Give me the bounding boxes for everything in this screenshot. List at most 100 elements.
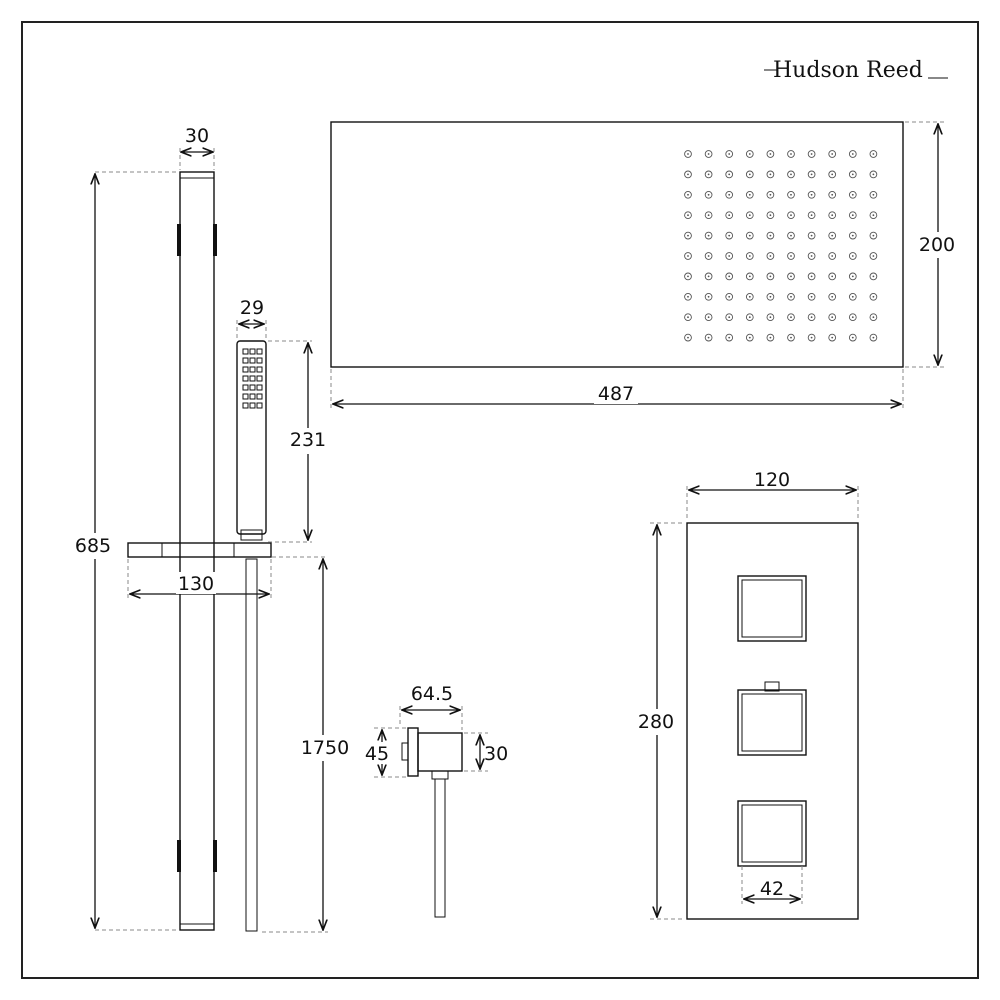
nozzle-center [831,173,834,176]
hand-shower [236,340,267,541]
nozzle [766,313,775,322]
brand-name: Hudson Reed [773,58,923,83]
nozzle [807,272,816,281]
nozzle-center [790,295,792,298]
nozzle-center [872,336,875,339]
nozzle-center [851,336,854,339]
brand-logo: Hudson Reed [764,58,948,83]
nozzle-center [851,275,854,278]
nozzle [787,272,795,281]
valve-width-label: 120 [754,469,790,491]
nozzle [807,313,816,322]
slider-holder [127,542,272,558]
shower-head [330,121,904,368]
nozzle [684,150,692,158]
nozzle-center [748,214,751,217]
nozzle [828,170,837,179]
nozzle-center [790,275,792,278]
nozzle-center [769,316,772,319]
nozzle [807,252,816,260]
nozzle-center [831,255,834,257]
nozzle [684,292,692,301]
nozzle [828,211,837,220]
nozzle-center [687,234,689,237]
nozzle [745,333,754,342]
nozzle [745,211,754,220]
nozzle [704,292,713,301]
nozzle [745,170,754,179]
nozzle-center [810,153,813,155]
nozzle [684,313,692,322]
nozzle-center [748,336,751,339]
nozzle-center [687,275,689,278]
nozzle-center [872,275,875,278]
nozzle-center [851,214,854,217]
nozzle [745,231,754,240]
nozzle-center [790,214,792,217]
nozzle [684,190,692,199]
nozzle [725,292,734,301]
nozzle [807,170,816,179]
nozzle-center [831,336,834,339]
handset-height-label: 231 [290,429,326,451]
nozzle [787,333,795,342]
nozzle-center [687,255,689,257]
valve-height-label: 280 [638,711,674,733]
knob-width-label: 42 [760,878,784,900]
nozzle [807,231,816,240]
thermostatic-valve [686,522,859,920]
handset-width-label: 29 [240,297,264,319]
nozzle-center [748,234,751,237]
nozzle [848,272,857,281]
nozzle [828,272,837,281]
nozzle-center [687,173,689,176]
nozzle [869,252,878,260]
nozzle-center [687,193,689,196]
nozzle-center [748,275,751,278]
nozzle [807,211,816,220]
nozzle [704,333,713,342]
nozzle-center [851,234,854,237]
valve-knob-bottom [737,800,807,867]
nozzle-center [769,214,772,217]
nozzle [704,211,713,220]
nozzle [766,333,775,342]
nozzle-center [831,275,834,278]
nozzle-center [790,153,792,155]
nozzle-center [687,295,689,298]
nozzle-grid [684,150,878,342]
nozzle [684,170,692,179]
nozzle [725,190,734,199]
nozzle-center [831,295,834,298]
wall-outlet [401,727,463,918]
nozzle-center [769,295,772,298]
shower-hose [245,558,258,932]
nozzle-center [872,316,875,319]
nozzle-center [810,295,813,298]
nozzle [848,190,857,199]
valve-knob-middle [737,681,807,756]
nozzle-center [769,255,772,257]
nozzle [787,190,795,199]
nozzle [766,150,775,158]
nozzle-center [707,275,710,278]
nozzle-center [790,255,792,257]
nozzle [704,272,713,281]
nozzle [807,190,816,199]
nozzle-center [748,173,751,176]
nozzle-center [728,336,731,339]
nozzle-center [728,316,731,319]
nozzle-center [851,295,854,298]
nozzle-center [707,255,710,257]
nozzle-center [748,193,751,196]
nozzle-center [851,173,854,176]
nozzle-center [851,153,854,155]
nozzle [725,150,734,158]
nozzle-center [707,234,710,237]
nozzle-center [769,234,772,237]
nozzle-center [687,336,689,339]
nozzle [869,150,878,158]
nozzle-center [810,336,813,339]
valve-knob-top [737,575,807,642]
nozzle [848,292,857,301]
